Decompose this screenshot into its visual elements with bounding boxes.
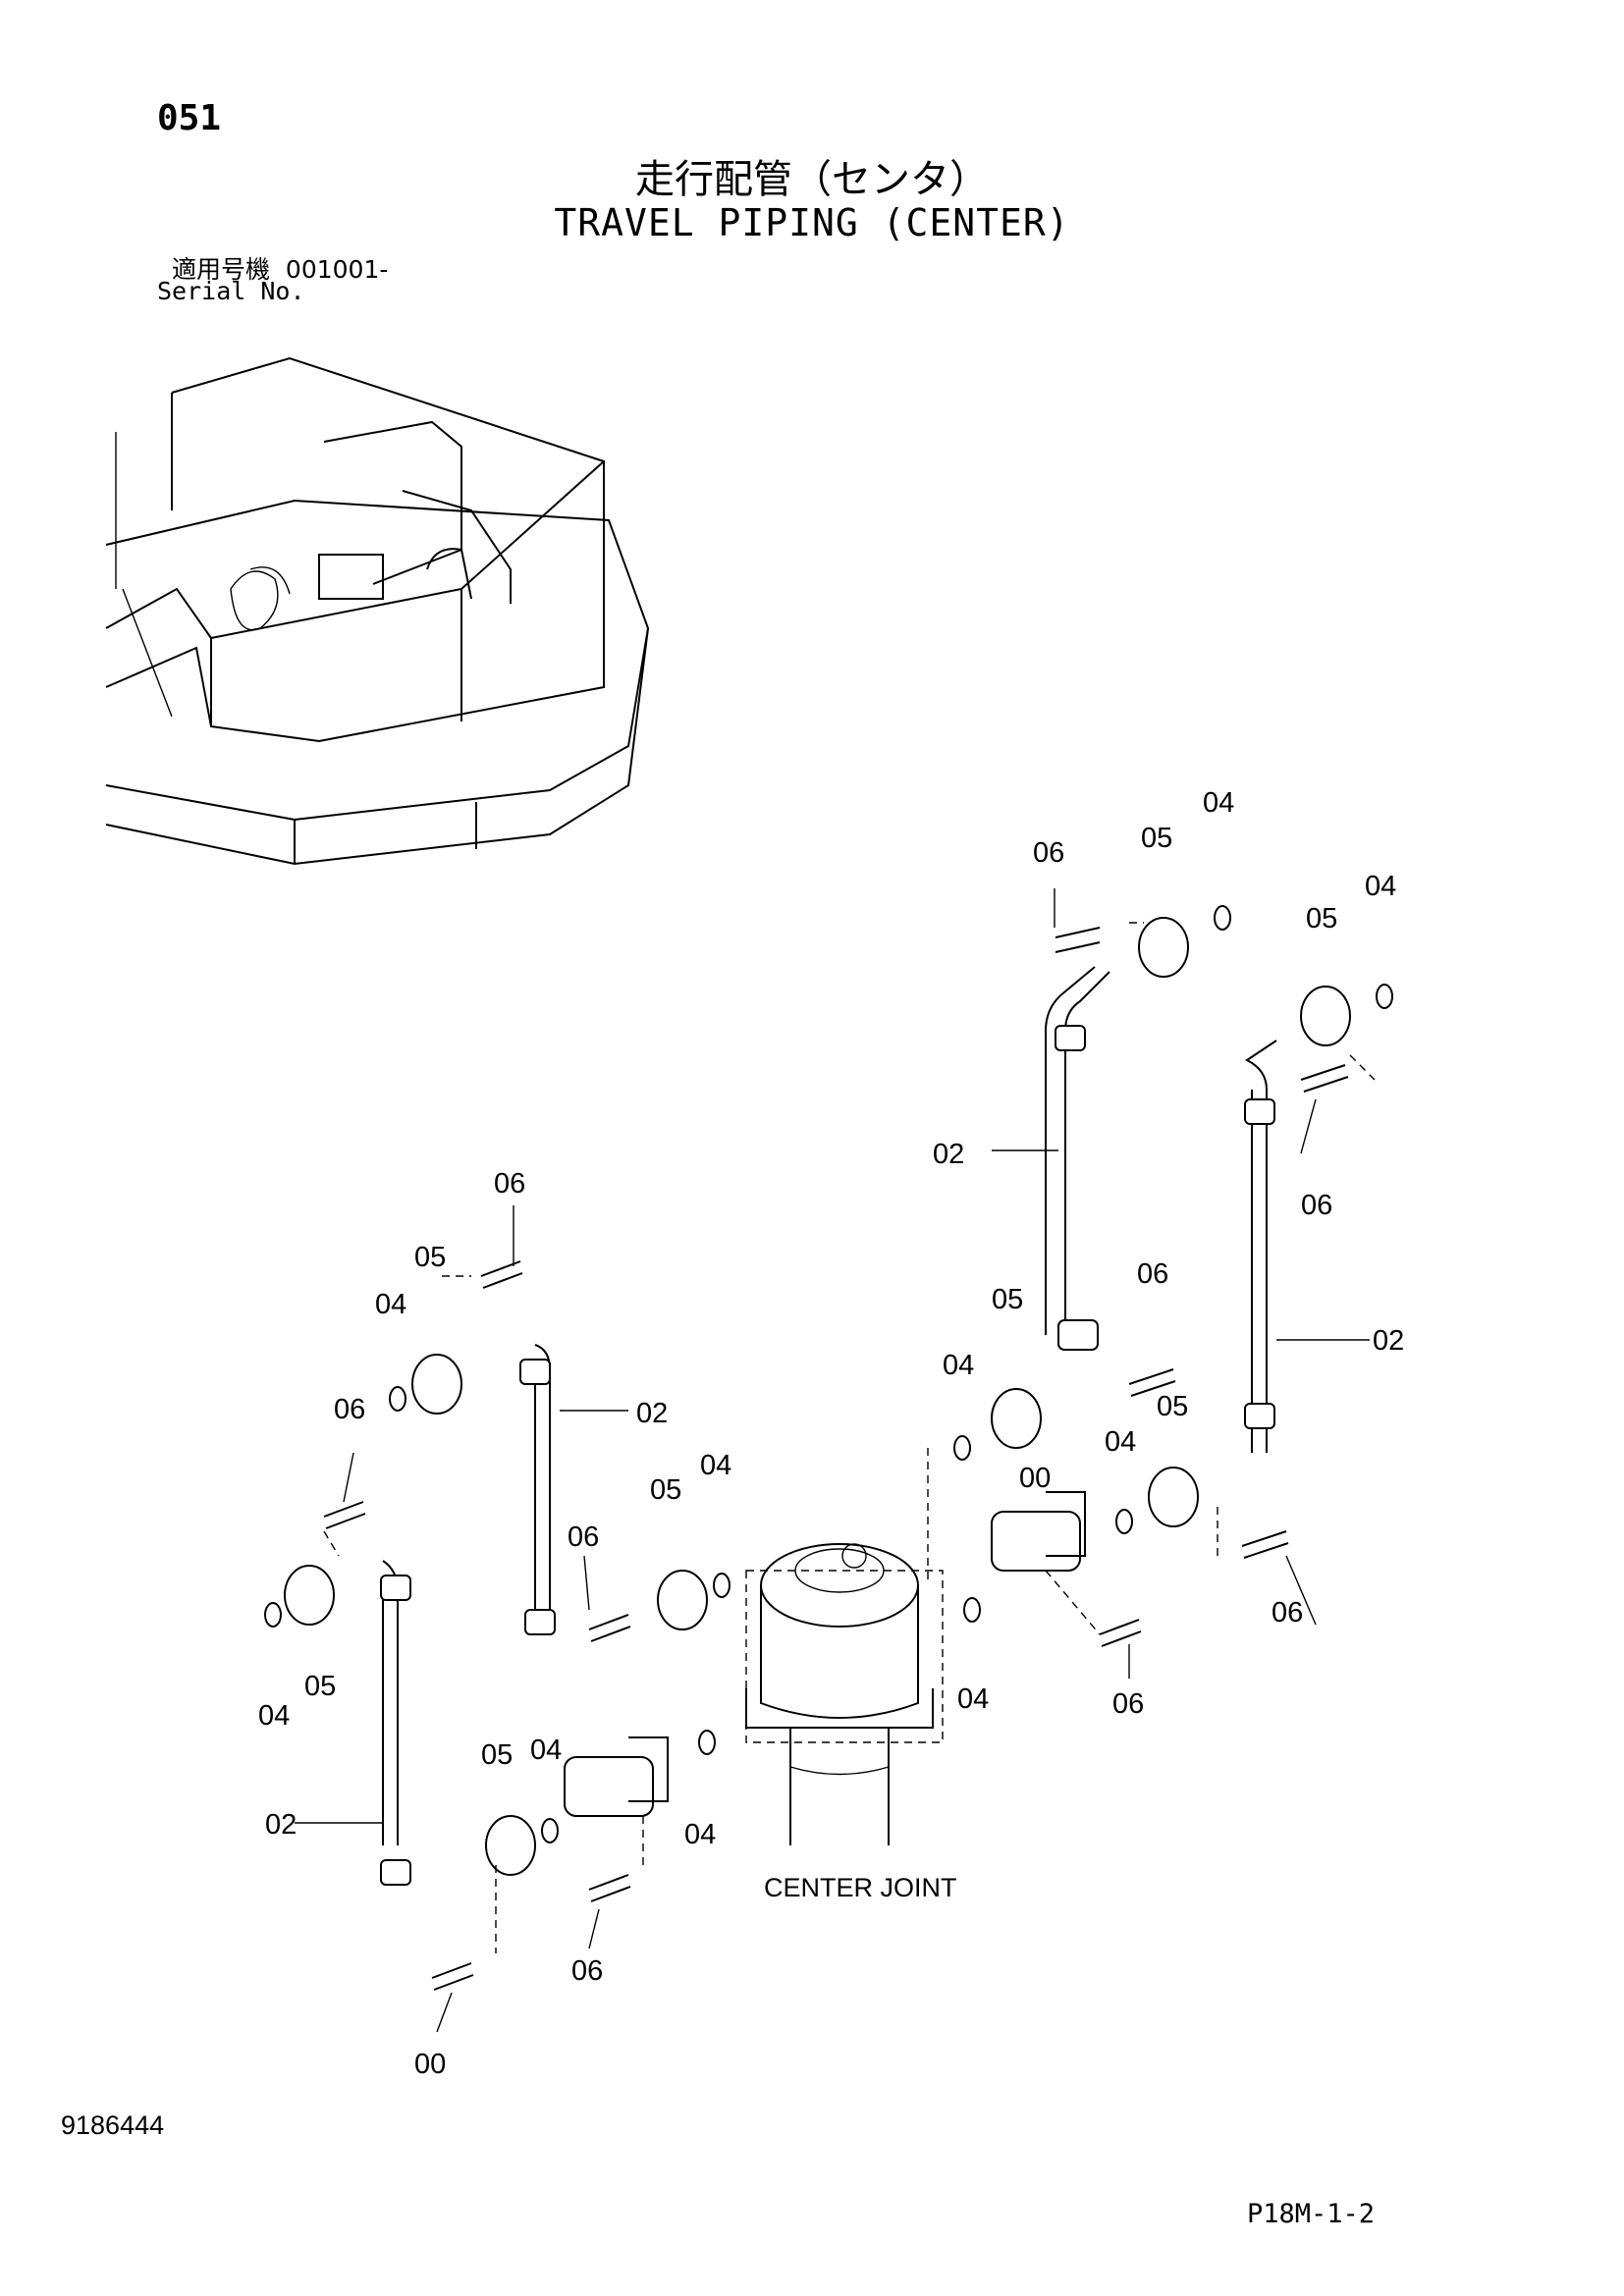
center-joint-illustration [745, 1543, 944, 1845]
callout-label: 04 [530, 1735, 562, 1766]
serial-label-ja-text: 適用号機 [172, 255, 271, 284]
callout-labels: 02 02 02 02 04 04 04 04 04 04 04 04 04 0… [258, 787, 1404, 2080]
callout-label: 04 [1365, 871, 1396, 902]
title-japanese: 走行配管（センタ） [635, 157, 989, 202]
callout-label: 02 [636, 1398, 668, 1429]
document-number: 9186444 [61, 2110, 165, 2140]
callout-label: 05 [304, 1671, 336, 1702]
page-code: P18M-1-2 [1247, 2199, 1376, 2229]
callout-label: 06 [571, 1955, 603, 1987]
callout-label: 04 [375, 1289, 406, 1320]
serial-value: 001001- [285, 255, 389, 284]
callout-label: 04 [258, 1700, 290, 1732]
callout-label: 02 [933, 1139, 964, 1170]
part-glyphs [264, 905, 1393, 1991]
callout-label: 02 [265, 1809, 297, 1841]
callout-label: 02 [1373, 1325, 1404, 1357]
callout-label: 05 [650, 1474, 681, 1506]
callout-label: 04 [700, 1450, 731, 1481]
callout-label: 05 [481, 1739, 513, 1771]
callout-label: 05 [414, 1242, 446, 1273]
page-number: 051 [157, 98, 222, 138]
callout-label: 05 [1141, 823, 1172, 854]
callout-label: 06 [568, 1522, 599, 1553]
callout-label: 06 [1033, 837, 1064, 869]
callout-label: 06 [494, 1168, 525, 1200]
callout-label: 05 [1157, 1391, 1188, 1422]
callout-label: 05 [992, 1284, 1023, 1315]
callout-label: 06 [1112, 1688, 1144, 1720]
callout-label: 04 [684, 1819, 716, 1850]
callout-label: 06 [1301, 1190, 1332, 1221]
callout-label: 04 [1105, 1426, 1136, 1458]
machine-overview-illustration [105, 356, 650, 866]
callout-label: 04 [1203, 787, 1234, 819]
hose-pipes [380, 966, 1277, 1886]
callout-label: 00 [414, 2049, 446, 2080]
callout-label: 05 [1306, 903, 1337, 934]
callout-label: 04 [943, 1350, 974, 1381]
serial-label-japanese: 適用号機 001001- [172, 250, 388, 286]
center-joint-label: CENTER JOINT [764, 1873, 957, 1902]
leader-lines [295, 888, 1376, 2033]
callout-label: 06 [1137, 1258, 1168, 1290]
callout-label: 04 [957, 1683, 989, 1715]
callout-label: 06 [334, 1394, 365, 1425]
serial-label-english: Serial No. [157, 277, 305, 305]
title-english: TRAVEL PIPING (CENTER) [554, 201, 1070, 244]
callout-label: 00 [1019, 1463, 1051, 1494]
callout-label: 06 [1272, 1597, 1303, 1629]
